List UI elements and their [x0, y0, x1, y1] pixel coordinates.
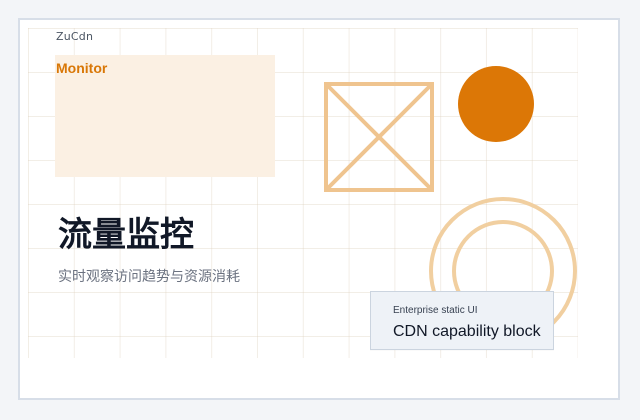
monitor-label: Monitor: [56, 60, 108, 76]
capability-card: Enterprise static UI CDN capability bloc…: [370, 291, 554, 350]
brand-name: ZuCdn: [56, 30, 94, 43]
crossed-box-icon: [324, 82, 434, 192]
page-subtitle: 实时观察访问趋势与资源消耗: [58, 269, 240, 285]
page-title: 流量监控: [58, 215, 194, 255]
card-kicker: Enterprise static UI: [393, 305, 478, 316]
orange-circle-icon: [458, 66, 534, 142]
monitor-panel: [55, 55, 275, 177]
card-title: CDN capability block: [393, 323, 541, 340]
